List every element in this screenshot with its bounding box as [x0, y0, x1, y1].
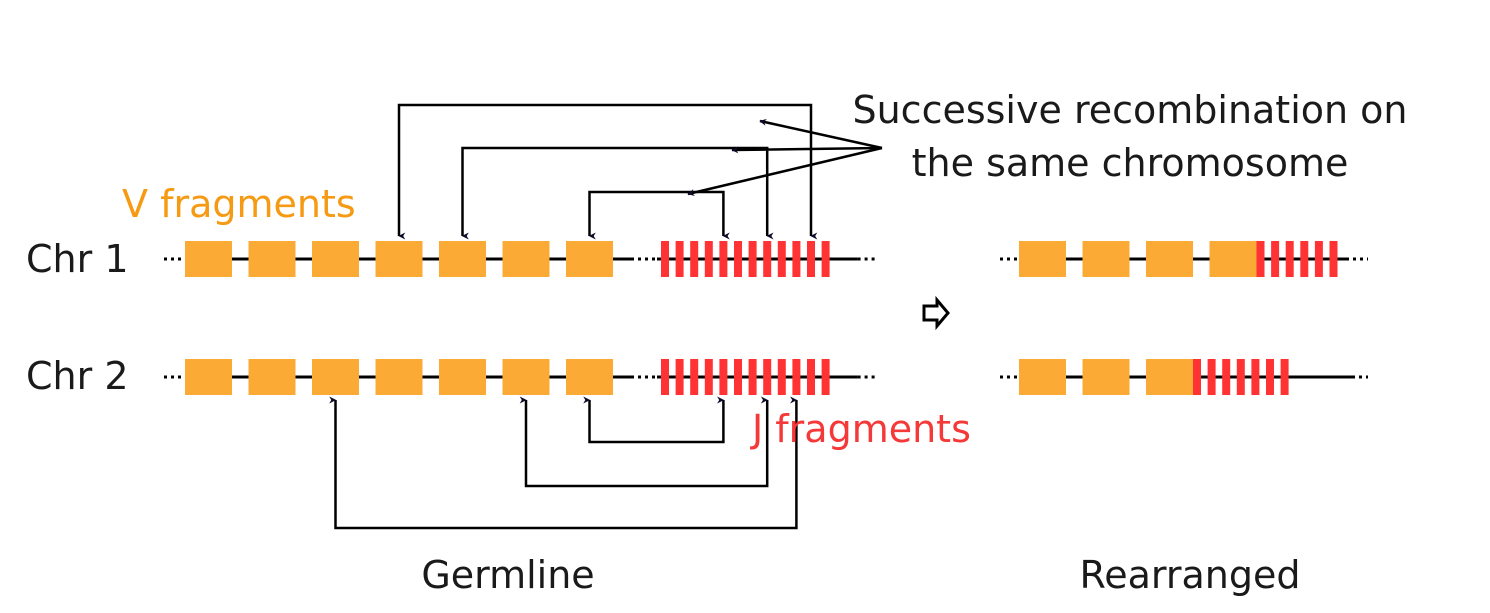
j-fragment [763, 359, 772, 395]
j-fragment [807, 359, 815, 395]
rearranged-v-fragment [1082, 241, 1130, 277]
v-fragment [566, 241, 613, 277]
j-fragment [821, 241, 830, 277]
rearranged-v-fragment [1146, 241, 1193, 277]
callout-arrow [731, 146, 883, 154]
callout-line2: the same chromosome [912, 141, 1349, 185]
rearranged-j-fragment [1271, 241, 1280, 277]
j-fragment [704, 241, 713, 277]
chr1-label: Chr 1 [26, 237, 129, 281]
transition-arrow-icon [922, 295, 950, 331]
rearranged-v-fragment [1082, 359, 1130, 395]
recombination-bracket [461, 146, 774, 240]
rearranged-v-fragment [1019, 359, 1066, 395]
j-fragment [719, 241, 728, 277]
rearranged-j-fragment [1266, 359, 1274, 395]
v-fragment [566, 359, 613, 395]
rearranged-j-fragment [1256, 241, 1265, 277]
v-fragment [248, 241, 296, 277]
rearranged-j-fragment [1300, 241, 1309, 277]
rearranged-j-fragment [1314, 241, 1323, 277]
j-fragment [734, 359, 742, 395]
j-fragment [792, 359, 801, 395]
j-fragment [777, 359, 786, 395]
v-fragment [502, 241, 550, 277]
j-fragment [690, 359, 699, 395]
v-fragment [502, 359, 550, 395]
j-fragments-label: J fragments [750, 407, 971, 451]
rearranged-j-fragment [1329, 241, 1338, 277]
rearranged-j-fragment [1251, 359, 1260, 395]
j-fragment [807, 241, 815, 277]
v-fragment [248, 359, 296, 395]
v-fragments-label: V fragments [122, 182, 356, 226]
j-fragment [748, 359, 757, 395]
j-fragment [792, 241, 801, 277]
j-fragment [734, 241, 742, 277]
j-fragment [704, 359, 713, 395]
j-fragment [661, 241, 669, 277]
rearranged-j-fragment [1193, 359, 1201, 395]
v-fragment [185, 359, 232, 395]
j-fragment [661, 359, 669, 395]
recombination-bracket [397, 103, 818, 240]
rearranged-j-fragment [1222, 359, 1231, 395]
j-fragment [675, 359, 684, 395]
v-fragment [312, 241, 359, 277]
j-fragment [719, 359, 728, 395]
v-fragment [375, 241, 423, 277]
rearranged-j-fragment [1207, 359, 1216, 395]
rearranged-j-fragment [1280, 359, 1289, 395]
recombination-bracket [588, 190, 730, 240]
j-fragment [777, 241, 786, 277]
rearranged-v-fragment [1019, 241, 1066, 277]
j-fragment [821, 359, 830, 395]
v-fragment [185, 241, 232, 277]
v-fragment [439, 241, 486, 277]
j-fragment [675, 241, 684, 277]
recombination-bracket [329, 396, 798, 530]
callout-arrow [759, 118, 883, 150]
rearranged-v-fragment [1209, 241, 1257, 277]
callout-line1: Successive recombination on [852, 88, 1407, 132]
recombination-bracket [519, 396, 769, 488]
rearranged-j-fragment [1236, 359, 1245, 395]
v-fragment [375, 359, 423, 395]
recombination-bracket [583, 396, 725, 444]
germline-label: Germline [421, 553, 594, 597]
chr2-label: Chr 2 [26, 354, 129, 398]
v-fragment [312, 359, 359, 395]
v-fragment [439, 359, 486, 395]
rearranged-label: Rearranged [1080, 553, 1301, 597]
j-fragment [690, 241, 699, 277]
rearranged-v-fragment [1146, 359, 1193, 395]
callout-arrow [687, 146, 883, 196]
j-fragment [763, 241, 772, 277]
j-fragment [748, 241, 757, 277]
rearranged-j-fragment [1285, 241, 1294, 277]
